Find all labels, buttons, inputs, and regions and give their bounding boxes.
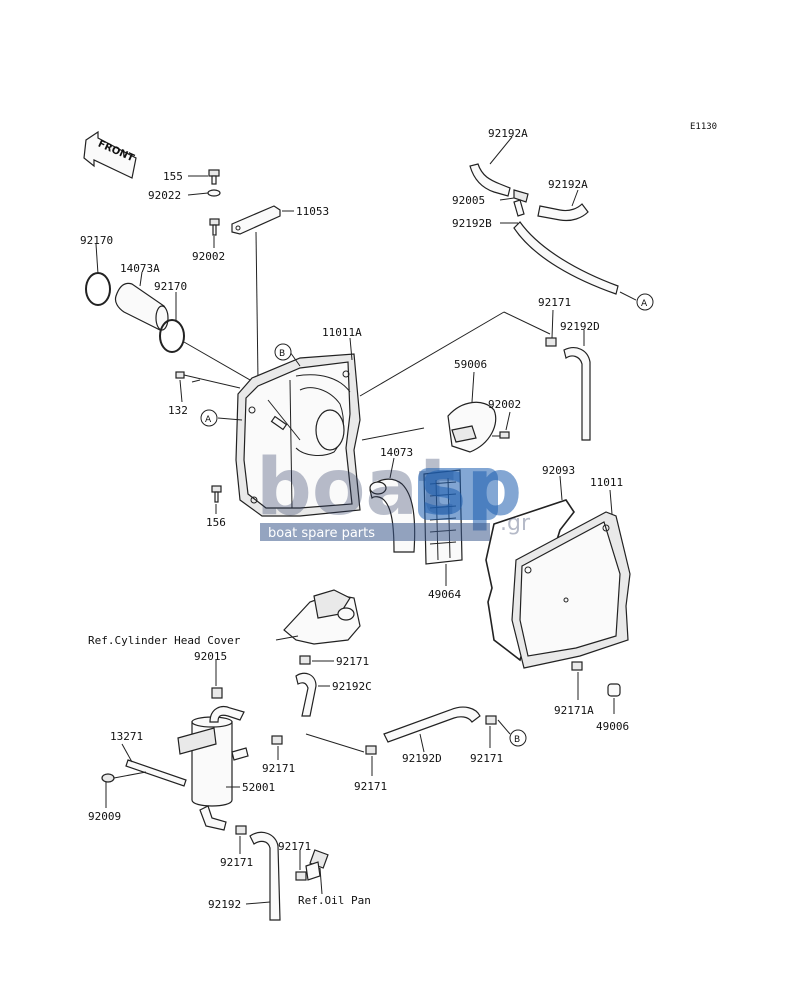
label-92093: 92093 xyxy=(542,464,575,477)
cylinder-head-cover-ref xyxy=(283,589,361,645)
clamp-92171-mid xyxy=(299,655,311,665)
bolt-132 xyxy=(175,371,241,389)
label-13271: 13271 xyxy=(110,730,143,743)
clamp-92171-low-left xyxy=(235,825,247,835)
hose-92192a-top xyxy=(469,163,511,197)
watermark-domain: .gr xyxy=(500,511,531,536)
label-92192: 92192 xyxy=(208,898,241,911)
hose-92192d-bottom xyxy=(383,706,481,743)
gasket-92093 xyxy=(485,499,575,662)
hose-92192c xyxy=(295,672,317,717)
label-92009: 92009 xyxy=(88,810,121,823)
bracket-11053 xyxy=(231,205,281,235)
label-92002-top: 92002 xyxy=(192,250,225,263)
label-156: 156 xyxy=(206,516,226,529)
clamp-92171a xyxy=(571,661,583,671)
label-49064: 49064 xyxy=(428,588,461,601)
label-92192d-bottom: 92192D xyxy=(402,752,442,765)
callout-a-left: A xyxy=(200,409,218,427)
callout-b-bottom: B xyxy=(509,729,527,747)
duct-14073a xyxy=(114,282,169,331)
clamp-92171-center xyxy=(365,745,377,755)
label-92005: 92005 xyxy=(452,194,485,207)
label-11011a: 11011A xyxy=(322,326,362,339)
label-92192d-top: 92192D xyxy=(560,320,600,333)
svg-text:B: B xyxy=(514,735,520,745)
air-box-11011a xyxy=(235,353,361,517)
cover-11011 xyxy=(511,511,631,669)
hose-92192 xyxy=(249,831,281,921)
bolt-155 xyxy=(208,169,220,185)
bolt-92002-top xyxy=(209,218,220,236)
watermark: boat sp boat spare parts .gr xyxy=(256,443,531,541)
hose-92192a-right xyxy=(537,203,589,222)
clamp-92171-top xyxy=(545,337,557,347)
fitting-92005 xyxy=(513,189,529,217)
label-52001: 52001 xyxy=(242,781,275,794)
svg-text:A: A xyxy=(641,299,648,309)
label-59006: 59006 xyxy=(454,358,487,371)
nut-92015 xyxy=(211,687,223,699)
bolt-156 xyxy=(211,485,222,503)
label-49006: 49006 xyxy=(596,720,629,733)
label-92171-top: 92171 xyxy=(538,296,571,309)
label-ref-oil-pan: Ref.Oil Pan xyxy=(298,894,371,907)
clamp-92170-left xyxy=(85,272,111,306)
label-92192a-top: 92192A xyxy=(488,127,528,140)
watermark-word-blue: sp xyxy=(420,443,522,533)
callout-b-top: B xyxy=(274,343,292,361)
label-155: 155 xyxy=(163,170,183,183)
separator-tank-52001 xyxy=(177,705,249,831)
hose-92192d-top xyxy=(563,347,591,441)
clamp-92171-low xyxy=(295,871,307,881)
label-92171-low: 92171 xyxy=(278,840,311,853)
label-92015: 92015 xyxy=(194,650,227,663)
plate-59006 xyxy=(447,401,497,453)
label-92171-low-left: 92171 xyxy=(220,856,253,869)
label-92192a-right: 92192A xyxy=(548,178,588,191)
hose-92192b xyxy=(513,221,619,295)
label-92171a: 92171A xyxy=(554,704,594,717)
label-92171-bottom-right: 92171 xyxy=(470,752,503,765)
clamp-92170-right xyxy=(159,319,185,353)
front-arrow-icon: FRONT xyxy=(83,130,137,179)
diagram-code: E1130 xyxy=(690,122,717,132)
label-92022: 92022 xyxy=(148,189,181,202)
label-92002-mid: 92002 xyxy=(488,398,521,411)
label-92171-center: 92171 xyxy=(354,780,387,793)
label-92171-tank: 92171 xyxy=(262,762,295,775)
bolt-92002-mid xyxy=(499,431,510,439)
label-92170-right: 92170 xyxy=(154,280,187,293)
label-92192c: 92192C xyxy=(332,680,372,693)
plug-49006 xyxy=(607,683,621,697)
clamp-92171-tank xyxy=(271,735,283,745)
clamp-92171-bottom-right xyxy=(485,715,497,725)
bolt-92009 xyxy=(101,771,147,783)
callout-a-top: A xyxy=(636,293,654,311)
label-14073: 14073 xyxy=(380,446,413,459)
label-ref-cylinder-head-cover: Ref.Cylinder Head Cover xyxy=(88,634,241,647)
pin-13271 xyxy=(125,759,187,787)
svg-text:A: A xyxy=(205,415,212,425)
watermark-tagline: boat spare parts xyxy=(268,526,375,541)
label-92170-left: 92170 xyxy=(80,234,113,247)
label-14073a: 14073A xyxy=(120,262,160,275)
oil-pan-fitting-ref xyxy=(305,849,329,881)
label-11011: 11011 xyxy=(590,476,623,489)
label-132: 132 xyxy=(168,404,188,417)
svg-text:B: B xyxy=(279,349,285,359)
washer-92022 xyxy=(207,189,221,197)
label-92171-mid: 92171 xyxy=(336,655,369,668)
label-11053: 11053 xyxy=(296,205,329,218)
label-92192b: 92192B xyxy=(452,217,492,230)
